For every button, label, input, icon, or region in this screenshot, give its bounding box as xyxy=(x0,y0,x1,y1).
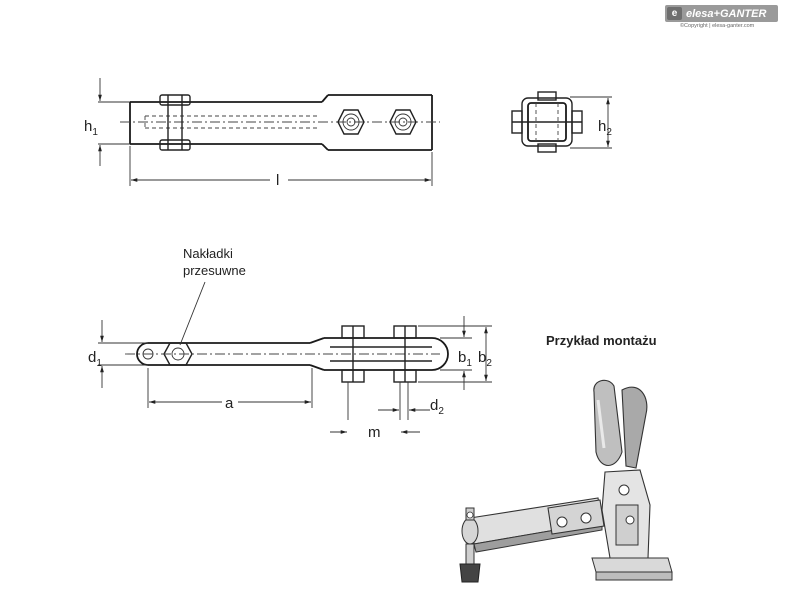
example-title: Przykład montażu xyxy=(546,333,657,348)
dim-h2-label: h2 xyxy=(598,118,612,138)
logo-text: elesa+GANTER xyxy=(686,7,767,20)
top-nut-left xyxy=(337,109,365,135)
dim-h1-label: h1 xyxy=(84,118,98,138)
dim-l-label: l xyxy=(276,172,279,189)
side-bolt-right xyxy=(393,325,417,420)
mounting-example-illustration xyxy=(459,379,673,583)
brand-logo: e elesa+GANTER xyxy=(665,5,778,22)
callout-line1: Nakładki xyxy=(183,246,233,261)
dim-b1-label: b1 xyxy=(458,349,472,369)
dim-d2-label: d2 xyxy=(430,397,444,417)
callout-line2: przesuwne xyxy=(183,263,246,278)
end-view xyxy=(511,91,612,153)
dim-b2-label: b2 xyxy=(478,349,492,369)
top-view xyxy=(98,78,440,188)
top-nut-right xyxy=(389,109,417,135)
side-bolt-left xyxy=(341,325,365,420)
dim-d1-label: d1 xyxy=(88,349,102,369)
logo-badge-icon: e xyxy=(667,7,682,20)
copyright-text: ©Copyright | elesa-ganter.com xyxy=(680,23,755,29)
dim-m-label: m xyxy=(368,424,381,441)
side-view xyxy=(98,281,492,434)
dim-a-label: a xyxy=(225,395,234,412)
